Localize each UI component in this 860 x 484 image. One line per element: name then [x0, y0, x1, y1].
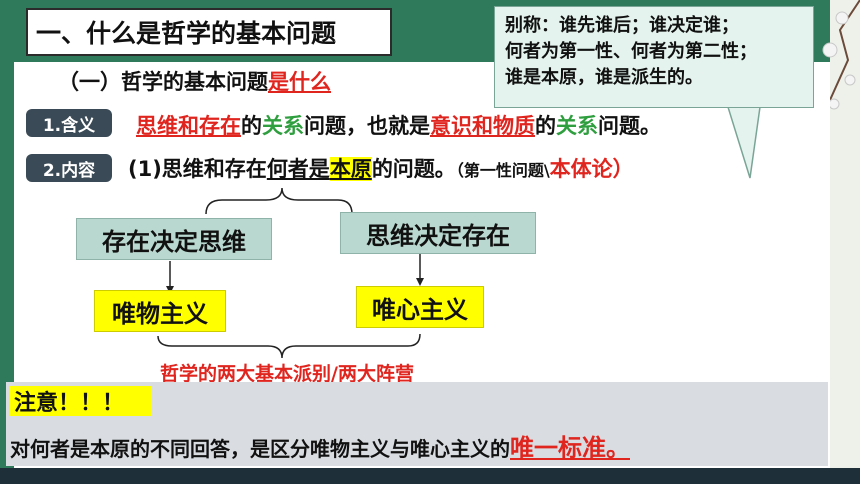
subtitle-prefix: （一）哲学的基本问题	[58, 70, 268, 94]
content-text: (1)思维和存在何者是本原的问题。（第一性问题\本体论）	[128, 153, 634, 183]
text-fragment: （第一性问题\	[455, 161, 550, 180]
tag-meaning: 1.含义	[26, 109, 112, 137]
slide-title: 一、什么是哲学的基本问题	[26, 8, 392, 56]
two-factions-caption: 哲学的两大基本派别/两大阵营	[160, 363, 414, 385]
box-thinking-decides-existence: 思维决定存在	[340, 212, 536, 254]
term-origin: 本原	[329, 157, 372, 181]
plum-blossom-decoration	[822, 0, 860, 110]
callout-line: 何者为第一性、何者为第二性；	[505, 41, 757, 62]
box-idealism: 唯心主义	[356, 286, 484, 328]
box-materialism: 唯物主义	[94, 290, 226, 332]
text-fragment: 的	[535, 114, 556, 138]
bottom-frame-bar	[0, 468, 860, 484]
note-body: 对何者是本原的不同回答，是区分唯物主义与唯心主义的	[10, 437, 510, 461]
term-thinking-existence: 思维和存在	[136, 114, 241, 138]
callout-line: 谁是本原，谁是派生的。	[505, 67, 703, 88]
text-fragment: 的问题。	[371, 157, 456, 181]
callout-line: 别称：谁先谁后；谁决定谁；	[505, 15, 739, 36]
section-subtitle: （一）哲学的基本问题是什么	[58, 66, 331, 96]
term-relation: 关系	[262, 114, 304, 138]
box-existence-decides-thinking: 存在决定思维	[76, 218, 272, 260]
left-frame-bar	[0, 0, 14, 484]
text-fragment: ）	[612, 157, 634, 181]
meaning-text: 思维和存在的关系问题，也就是意识和物质的关系问题。	[136, 110, 661, 140]
note-panel: 注意！！！ 对何者是本原的不同回答，是区分唯物主义与唯心主义的唯一标准。	[6, 382, 828, 466]
note-title: 注意！！！	[10, 386, 152, 416]
term-relation: 关系	[556, 114, 598, 138]
subtitle-highlight: 是什么	[268, 70, 331, 94]
term-consciousness-matter: 意识和物质	[430, 114, 535, 138]
note-text: 对何者是本原的不同回答，是区分唯物主义与唯心主义的唯一标准。	[10, 428, 630, 463]
alias-callout: 别称：谁先谁后；谁决定谁； 何者为第一性、何者为第二性； 谁是本原，谁是派生的。	[494, 6, 814, 108]
text-fragment: 何者是	[266, 157, 330, 181]
text-fragment: 的	[241, 114, 262, 138]
text-fragment: (1)思维和存在	[128, 157, 267, 181]
term-ontology: 本体论	[549, 157, 613, 181]
text-fragment: 问题。	[598, 114, 661, 138]
text-fragment: 问题，也就是	[304, 114, 430, 138]
note-emphasis: 唯一标准。	[510, 434, 630, 462]
tag-content: 2.内容	[26, 154, 112, 182]
